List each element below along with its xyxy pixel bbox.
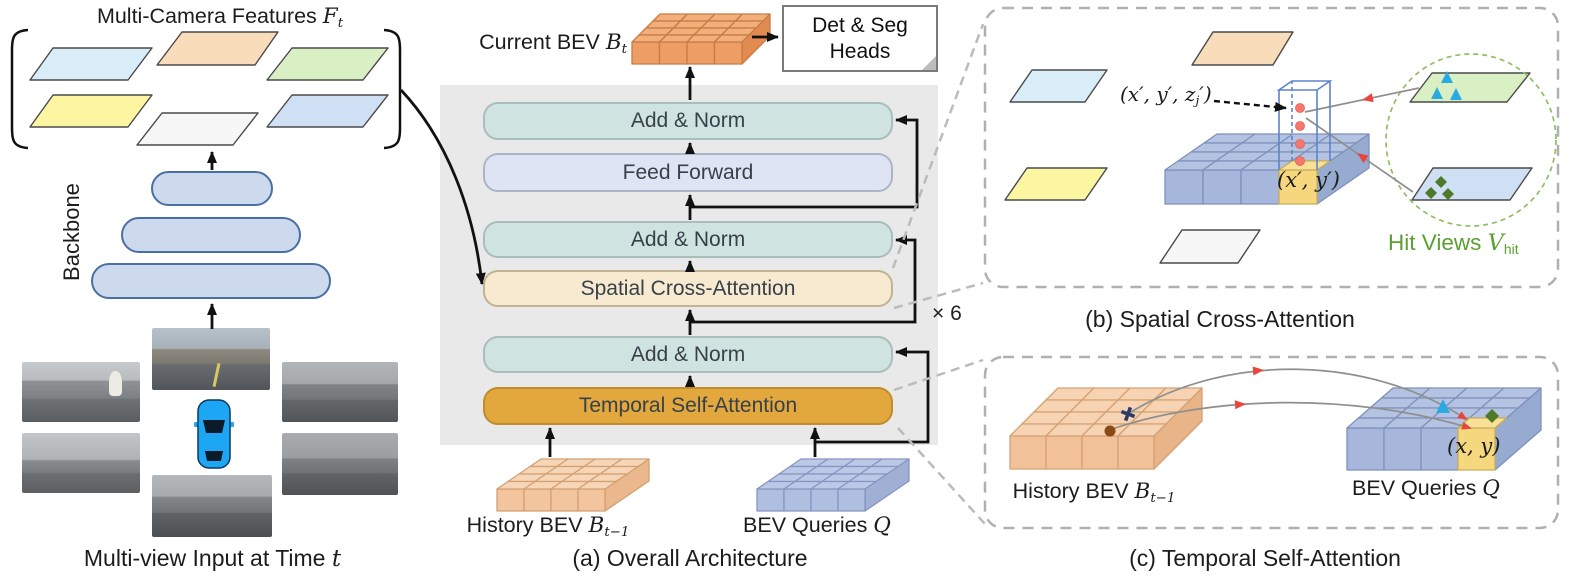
bev-queries-c-text: BEV Queries — [1352, 476, 1483, 500]
backbone-pill-large — [91, 263, 331, 299]
bev-queries-grid-a — [756, 458, 910, 512]
hit-views-sub: hit — [1503, 241, 1519, 258]
red-arrowhead — [1252, 366, 1264, 376]
history-bev-grid-c — [1009, 387, 1203, 470]
feature-plane-green — [266, 47, 389, 81]
det-seg-line2: Heads — [829, 39, 891, 63]
feed-forward-block: Feed Forward — [483, 153, 893, 192]
plane-b-yellow — [1004, 167, 1108, 201]
history-bev-c-text: History BEV — [1012, 479, 1135, 503]
hit-views-text: Hit Views — [1388, 230, 1488, 255]
backbone-pill-medium — [121, 217, 301, 253]
history-bev-c-sub: t−1 — [1150, 490, 1176, 506]
point-3d-label: (x′, y′, zj′) — [1120, 82, 1212, 108]
backbone-pill-small — [151, 171, 273, 206]
red-arrowhead — [1362, 93, 1374, 103]
hit-triangle-marker — [1431, 87, 1443, 99]
plane-b-cyan — [1009, 69, 1108, 103]
feature-plane-yellow — [29, 94, 153, 128]
bev-queries-c-math: Q — [1482, 476, 1500, 501]
camera-image-back-right — [282, 433, 398, 495]
feature-plane-blue — [266, 94, 389, 128]
ego-car-icon — [194, 399, 234, 469]
note-fold-icon — [922, 56, 936, 70]
camera-image-front-left — [22, 362, 140, 422]
history-bev-c-math: B — [1134, 479, 1151, 504]
history-bev-text: History BEV — [466, 513, 589, 537]
current-bev-math: B — [605, 30, 622, 55]
cell-label-c: (x, y) — [1447, 434, 1501, 458]
caption-a: (a) Overall Architecture — [572, 545, 808, 571]
left-bracket-icon — [10, 28, 29, 150]
hit-views-label: Hit Views Vhit — [1388, 230, 1568, 257]
right-bracket-icon — [383, 28, 402, 150]
add-norm-block-3: Add & Norm — [483, 336, 893, 373]
red-arrowhead — [1234, 400, 1246, 410]
add-norm-block-2: Add & Norm — [483, 221, 893, 258]
feature-plane-white — [136, 112, 259, 146]
point-pre: (x′, y′, z — [1120, 82, 1196, 106]
hit-diamond-marker — [1435, 176, 1447, 188]
plane-b-white — [1159, 229, 1261, 264]
feature-plane-cyan — [29, 47, 153, 81]
history-cross-marker — [1120, 406, 1136, 422]
hit-triangle-marker — [1441, 71, 1453, 83]
camera-image-back-left — [22, 433, 140, 493]
det-seg-line1: Det & Seg — [812, 13, 908, 37]
layer-multiplier: × 6 — [932, 302, 962, 325]
hit-diamond-marker — [1425, 187, 1437, 199]
cell-label-b: (x′, y′) — [1277, 168, 1340, 192]
spatial-cross-attention-block: Spatial Cross-Attention — [483, 270, 893, 307]
arrow-pointlabel-to-dot — [1213, 99, 1287, 112]
bev-queries-grid-c — [1346, 387, 1542, 471]
title-text: Multi-Camera Features — [96, 4, 323, 28]
point-post: ′) — [1199, 82, 1212, 106]
current-bev-label: Current BEV Bt — [437, 30, 627, 57]
temporal-curve-lower — [1111, 401, 1472, 430]
plane-b-orange — [1191, 31, 1294, 66]
history-bev-grid-a — [496, 458, 650, 512]
hit-views-ellipse — [1385, 53, 1557, 227]
caption-b: (b) Spatial Cross-Attention — [1085, 306, 1355, 332]
temporal-self-attention-block: Temporal Self-Attention — [483, 387, 893, 425]
history-bev-math: B — [588, 513, 605, 538]
history-dot-marker — [1104, 425, 1116, 437]
bev-queries-label-c: BEV Queries Q — [1326, 476, 1526, 501]
temporal-curve-upper — [1130, 368, 1468, 421]
bev-queries-label-a: BEV Queries Q — [717, 513, 917, 538]
sampled-points — [1295, 103, 1305, 166]
bev-queries-text: BEV Queries — [743, 513, 874, 537]
multiview-caption: Multi-view Input at Time t — [40, 545, 385, 572]
current-bev-text: Current BEV — [479, 30, 606, 54]
query-diamond-marker — [1485, 409, 1499, 423]
camera-image-front — [152, 328, 270, 390]
hit-triangle-marker — [1450, 88, 1462, 100]
title-sub: t — [337, 15, 344, 31]
history-bev-sub: t−1 — [604, 524, 630, 540]
add-norm-block-1: Add & Norm — [483, 102, 893, 140]
caption-c: (c) Temporal Self-Attention — [1129, 545, 1401, 571]
query-triangle-marker — [1436, 399, 1450, 413]
camera-image-front-right — [282, 362, 398, 422]
red-arrowhead — [1357, 153, 1369, 163]
history-bev-label-c: History BEV Bt−1 — [994, 479, 1194, 506]
hit-diamond-marker — [1442, 188, 1454, 200]
current-bev-sub: t — [621, 41, 627, 57]
multi-camera-features-title: Multi-Camera Features Ft — [60, 4, 380, 31]
history-bev-label-a: History BEV Bt−1 — [448, 513, 648, 540]
det-seg-heads-box: Det & Seg Heads — [782, 5, 938, 72]
feature-plane-orange — [156, 31, 279, 66]
hit-view-plane-green — [1409, 72, 1531, 103]
backbone-label: Backbone — [59, 183, 84, 281]
camera-image-back — [152, 475, 272, 537]
bev-queries-math: Q — [873, 513, 891, 538]
title-math: F — [322, 4, 338, 29]
current-bev-grid — [631, 13, 771, 65]
caption-text: Multi-view Input at Time — [83, 545, 332, 571]
caption-math: t — [331, 546, 342, 572]
sightline-green-view — [1304, 87, 1420, 113]
hit-views-math: V — [1487, 230, 1504, 256]
hit-view-plane-blue — [1411, 167, 1533, 201]
reference-pillar — [1276, 80, 1333, 170]
